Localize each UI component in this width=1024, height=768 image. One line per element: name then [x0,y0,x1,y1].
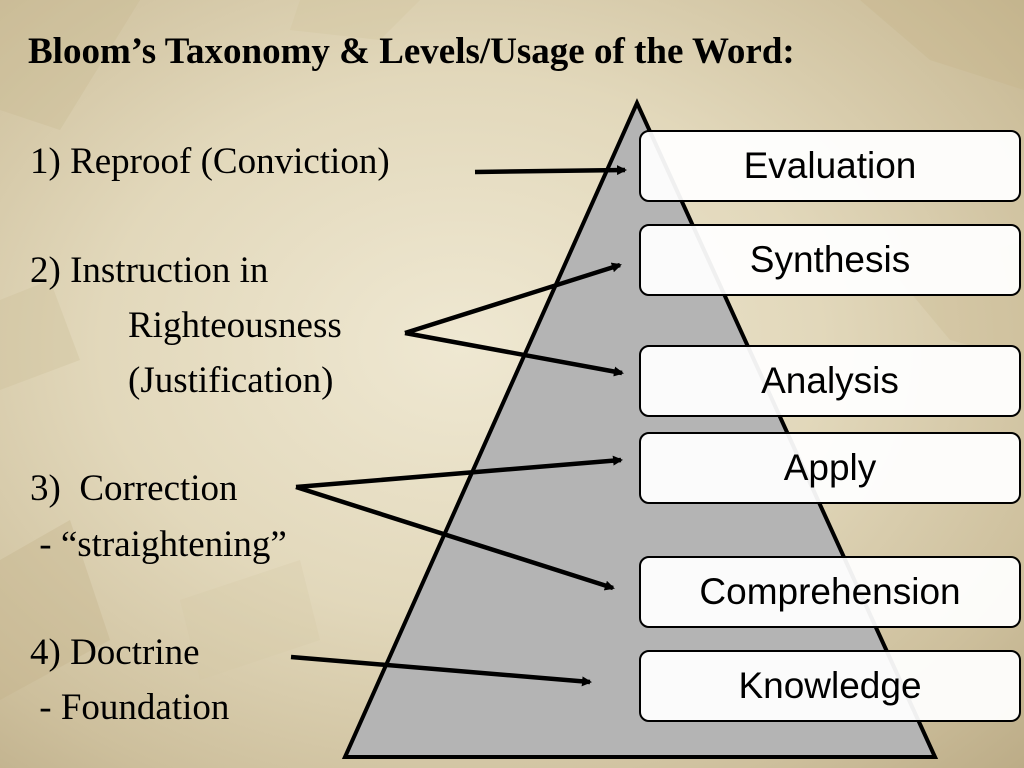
level-comprehension-label: Comprehension [699,571,961,612]
level-analysis-label: Analysis [761,360,899,401]
level-evaluation-label: Evaluation [743,145,917,186]
level-apply-label: Apply [783,447,877,488]
level-knowledge: Knowledge [639,650,1021,722]
arrow-reproof-to-evaluation [474,165,627,176]
item-doctrine-line-2: - Foundation [30,687,230,728]
item-instruction-line-3: (Justification) [128,360,334,401]
level-synthesis: Synthesis [639,224,1021,296]
slide-title: Bloom’s Taxonomy & Levels/Usage of the W… [28,31,795,72]
arrow-correction-to-comprehension [295,484,615,591]
item-instruction-line-1: 2) Instruction in [30,250,269,291]
item-correction-line-2: - “straightening” [30,524,287,565]
level-analysis: Analysis [639,345,1021,417]
item-doctrine-line-1: 4) Doctrine [30,632,200,673]
arrow-instruction-to-analysis [404,330,624,377]
item-instruction-line-2: Righteousness [128,305,342,346]
arrow-correction-to-apply [295,455,623,490]
level-apply: Apply [639,432,1021,504]
item-correction-line-1: 3) Correction [30,468,238,509]
level-evaluation: Evaluation [639,130,1021,202]
arrow-instruction-to-synthesis [404,262,622,336]
level-comprehension: Comprehension [639,556,1021,628]
item-reproof-line-1: 1) Reproof (Conviction) [30,141,390,182]
level-knowledge-label: Knowledge [738,665,922,706]
arrow-doctrine-to-knowledge [290,654,592,687]
level-synthesis-label: Synthesis [749,239,911,280]
